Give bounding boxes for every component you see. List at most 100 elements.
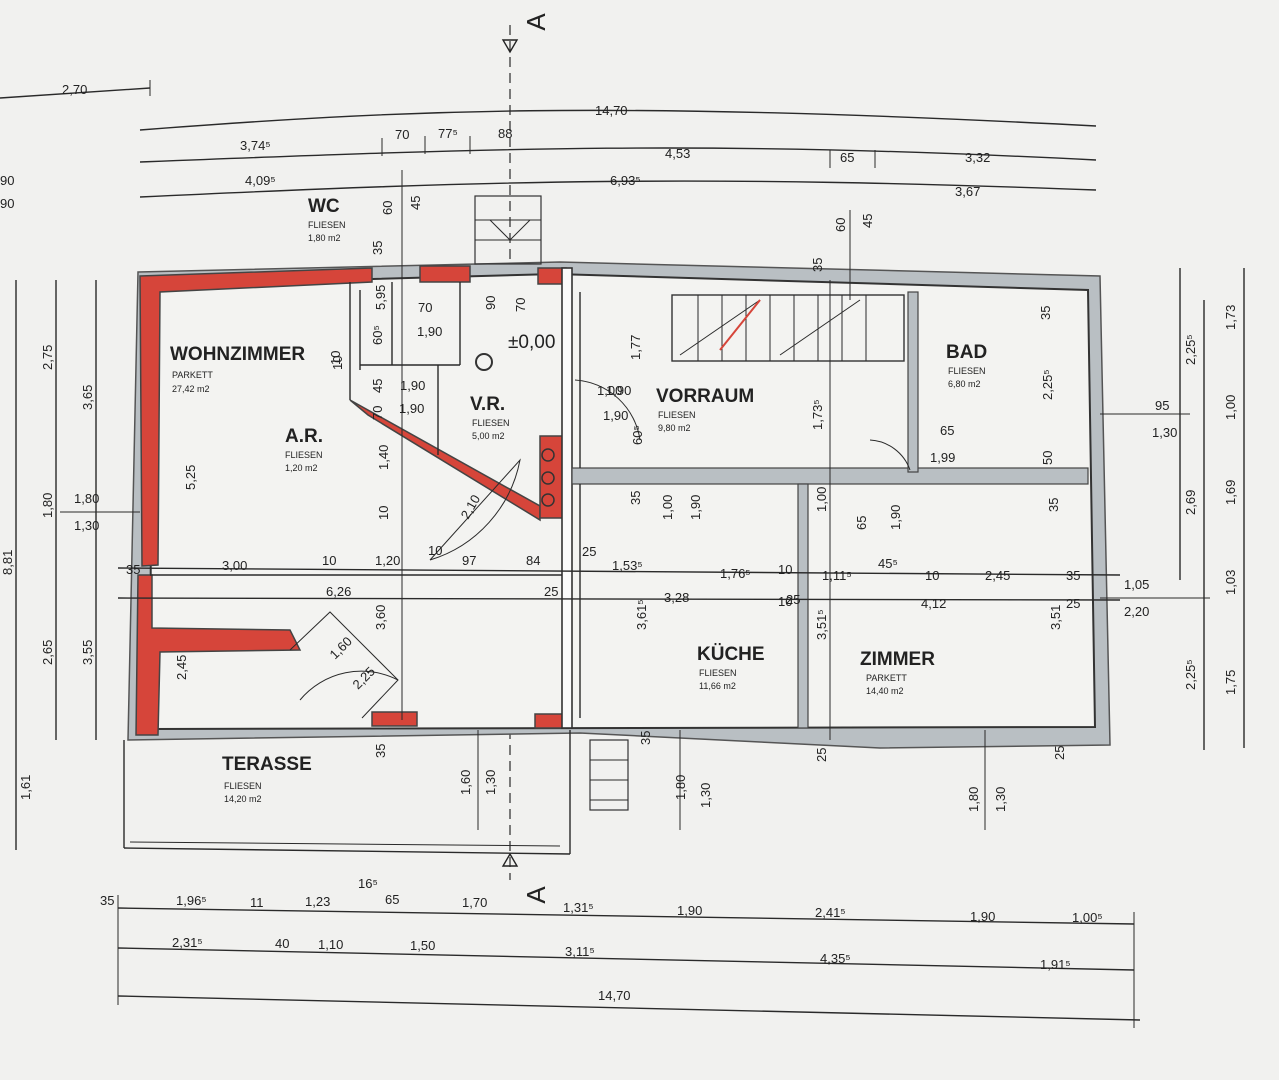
dim-top-r3-2: 77⁵ xyxy=(438,126,458,141)
dim-inner-26: 2,25⁵ xyxy=(1040,369,1055,400)
dim-top-r3-0: 3,74⁵ xyxy=(240,138,271,153)
room-area: 11,66 m2 xyxy=(699,681,736,691)
dim-bottom-r2-1: 40 xyxy=(275,936,289,951)
dim-bottom-r1-6: 1,70 xyxy=(462,895,487,910)
dim-bottom-r1-9: 2,41⁵ xyxy=(815,905,846,920)
dim-bottom-r2-4: 3,11⁵ xyxy=(565,944,595,959)
dim-inner-71: 1,80 xyxy=(966,787,981,812)
dim-right-5: 2,69 xyxy=(1183,490,1198,515)
dim-inner-43: 25 xyxy=(544,584,558,599)
dim-bottom-r2-2: 1,10 xyxy=(318,937,343,952)
dim-inner-39: 10 xyxy=(428,543,442,558)
dim-inner-41: 84 xyxy=(526,553,540,568)
dim-inner-57: 2,20 xyxy=(1124,604,1149,619)
room-name: VORRAUM xyxy=(656,386,754,407)
dim-left-10: 90 xyxy=(0,196,14,211)
dim-inner-44: 1,53⁵ xyxy=(612,558,643,573)
dim-inner-65: 3,60 xyxy=(373,605,388,630)
dim-inner-25: 35 xyxy=(1038,306,1053,320)
dim-right-2: 95 xyxy=(1155,398,1169,413)
room-floor: FLIESEN xyxy=(308,220,346,230)
room-floor: FLIESEN xyxy=(224,781,262,791)
room-wohnzimmer: WOHNZIMMER PARKETT 27,42 m2 xyxy=(170,344,305,394)
dim-inner-22: 1,00 xyxy=(597,383,622,398)
dim-inner-4: 35 xyxy=(370,241,385,255)
dim-inner-28: 1,99 xyxy=(930,450,955,465)
dim-inner-23: 1,90 xyxy=(603,408,628,423)
dim-inner-6: 70 xyxy=(418,300,432,315)
dim-top-r3-6: 3,32 xyxy=(965,150,990,165)
dim-bottom-r2-0: 2,31⁵ xyxy=(172,935,203,950)
dim-left-3: 1,80 xyxy=(40,493,55,518)
dim-inner-76: 1,00 xyxy=(814,487,829,512)
room-name: A.R. xyxy=(285,426,323,447)
dim-right-9: 1,75 xyxy=(1223,670,1238,695)
dim-bottom-r1-1: 1,96⁵ xyxy=(176,893,207,908)
dim-top-r3-1: 70 xyxy=(395,127,409,142)
dim-inner-1: 45 xyxy=(408,196,423,210)
dim-top-1: 2,70 xyxy=(62,82,87,97)
dim-inner-36: 3,00 xyxy=(222,558,247,573)
dim-bottom-r1-0: 35 xyxy=(100,893,114,908)
dim-inner-7: 1,90 xyxy=(417,324,442,339)
dim-inner-59: 3,51⁵ xyxy=(814,609,829,640)
room-name: WC xyxy=(308,196,340,217)
dimension-lines-bottom xyxy=(117,895,1141,1028)
dim-inner-11: 70 xyxy=(513,298,528,312)
room-area: 14,40 m2 xyxy=(866,686,904,696)
dim-inner-68: 1,30 xyxy=(483,770,498,795)
room-kueche: KÜCHE FLIESEN 11,66 m2 xyxy=(697,644,765,691)
room-area: 27,42 m2 xyxy=(172,384,210,394)
dim-inner-75: 65 xyxy=(854,516,869,530)
dim-right-8: 2,25⁵ xyxy=(1183,659,1198,690)
dim-right-1: 1,73 xyxy=(1223,305,1238,330)
dim-inner-81: 25 xyxy=(786,592,800,607)
dim-left-7: 1,80 xyxy=(74,491,99,506)
dim-inner-55: 4,12 xyxy=(921,596,946,611)
dim-inner-67: 1,60 xyxy=(458,770,473,795)
room-floor: FLIESEN xyxy=(699,668,737,678)
dim-right-3: 1,30 xyxy=(1152,425,1177,440)
room-area: 1,80 m2 xyxy=(308,233,341,243)
dim-inner-14: 45 xyxy=(370,379,385,393)
dim-inner-19: 10 xyxy=(330,356,345,370)
room-floor: PARKETT xyxy=(172,370,213,380)
dim-inner-42: 6,26 xyxy=(326,584,351,599)
room-zimmer: ZIMMER PARKETT 14,40 m2 xyxy=(860,649,935,696)
level-marker: ±0,00 xyxy=(508,332,555,353)
door-swings xyxy=(289,353,911,719)
dim-inner-40: 97 xyxy=(462,553,476,568)
dim-inner-12: 1,90 xyxy=(400,378,425,393)
dimension-lines-left xyxy=(15,280,140,850)
room-terasse: TERASSE FLIESEN 14,20 m2 xyxy=(222,754,312,804)
dim-inner-60: 3,51 xyxy=(1048,605,1063,630)
dim-left-2: 3,65 xyxy=(80,385,95,410)
dim-inner-38: 1,20 xyxy=(375,553,400,568)
dim-left-1: 2,75 xyxy=(40,345,55,370)
staircase xyxy=(474,195,905,362)
room-name: WOHNZIMMER xyxy=(170,344,305,365)
terrace-outline xyxy=(123,730,629,855)
dim-inner-group: 60 45 60 45 35 35 70 1,90 5,95 60⁵ 90 70… xyxy=(126,196,1149,812)
room-name: KÜCHE xyxy=(697,644,765,665)
dim-inner-58: 3,61⁵ xyxy=(634,599,649,630)
dim-top-r3-4: 4,53 xyxy=(665,146,690,161)
room-floor: PARKETT xyxy=(866,673,907,683)
room-area: 6,80 m2 xyxy=(948,379,981,389)
dim-inner-5: 35 xyxy=(810,258,825,272)
dim-inner-8: 5,95 xyxy=(373,285,388,310)
dim-inner-54: 10 xyxy=(778,594,792,609)
dim-bottom-r1-4: 16⁵ xyxy=(358,876,378,891)
dim-inner-9: 60⁵ xyxy=(370,325,385,345)
room-vorraum: VORRAUM FLIESEN 9,80 m2 xyxy=(656,386,754,433)
room-floor: FLIESEN xyxy=(285,450,323,460)
room-area: 14,20 m2 xyxy=(224,794,262,804)
dim-left-5: 3,55 xyxy=(80,640,95,665)
dim-left-6: 1,61 xyxy=(18,775,33,800)
dim-inner-80: 25 xyxy=(582,544,596,559)
outer-walls xyxy=(127,261,1111,749)
dim-inner-16: 1,90 xyxy=(606,383,631,398)
dim-inner-78: 35 xyxy=(1046,498,1061,512)
dim-inner-18: 10 xyxy=(376,506,391,520)
dim-inner-49: 10 xyxy=(925,568,939,583)
